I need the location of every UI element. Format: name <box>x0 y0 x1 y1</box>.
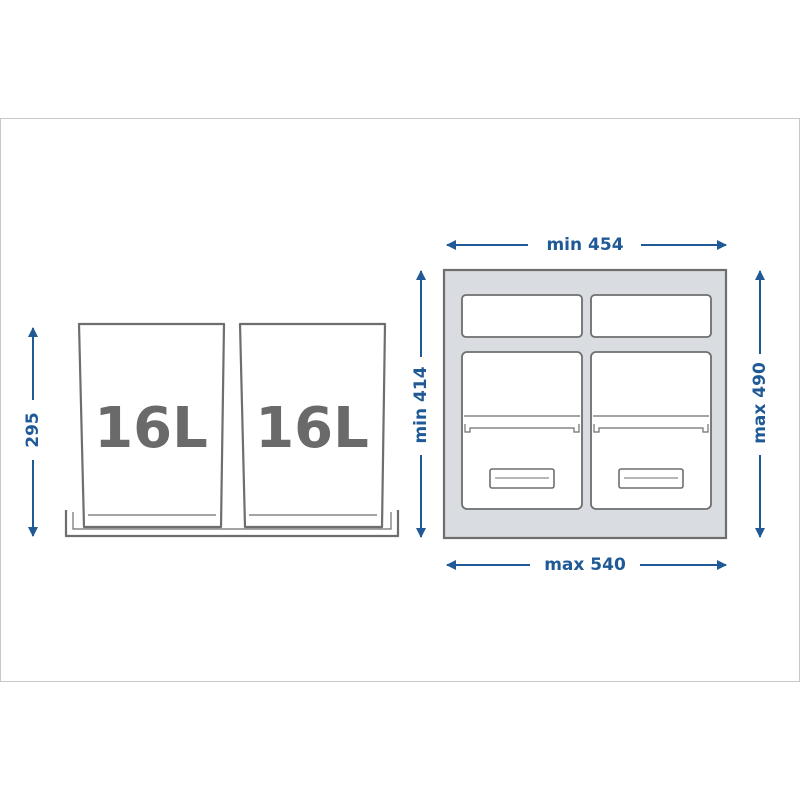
bins-side-view: 16L 16L 295 <box>23 322 400 538</box>
max-height-label: max 490 <box>750 362 770 444</box>
top-view: min 454 max 540 min 414 max 490 <box>411 235 770 575</box>
min-height-dimension: min 414 <box>411 270 431 538</box>
bin-1-body <box>77 322 226 529</box>
bin-tray-inner <box>72 512 392 530</box>
bin-2-body <box>238 322 387 529</box>
bin-height-dimension: 295 <box>23 327 43 537</box>
max-height-dimension: max 490 <box>750 270 770 538</box>
bin-tray <box>64 510 400 538</box>
max-width-dimension: max 540 <box>446 555 727 575</box>
min-width-dimension: min 454 <box>446 235 727 255</box>
bin-1-capacity-label: 16L <box>94 396 208 461</box>
min-width-label: min 454 <box>546 235 623 255</box>
bin-2: 16L <box>238 322 387 529</box>
top-view-bin-right <box>590 351 712 510</box>
top-view-bin-right-lid-edge <box>593 424 709 433</box>
bin-height-label: 295 <box>23 412 43 448</box>
max-width-label: max 540 <box>544 555 626 575</box>
bin-1: 16L <box>77 322 226 529</box>
top-compartment-left <box>461 294 583 338</box>
min-height-label: min 414 <box>411 366 431 443</box>
top-view-bin-left-lid-edge <box>464 424 580 433</box>
top-compartment-right <box>590 294 712 338</box>
top-view-bin-left <box>461 351 583 510</box>
bin-2-capacity-label: 16L <box>255 396 369 461</box>
